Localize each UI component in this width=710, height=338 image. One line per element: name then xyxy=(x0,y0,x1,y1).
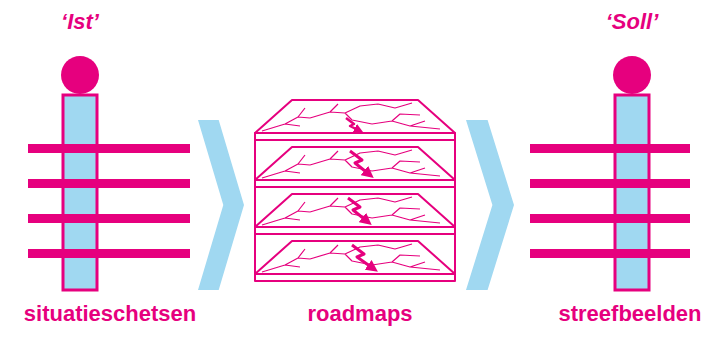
figure-label: ‘Ist’ xyxy=(61,10,99,34)
roadmap-stack xyxy=(255,100,455,281)
figure-group: roadmaps xyxy=(252,0,458,338)
person-figure xyxy=(530,56,690,290)
figure-label: ‘Soll’ xyxy=(606,10,659,34)
chevron-arrow xyxy=(198,120,244,290)
person-figure xyxy=(28,56,190,290)
figure-group: ‘Soll’streefbeelden xyxy=(522,0,694,338)
figure-label: situatieschetsen xyxy=(24,302,196,326)
chevron-arrow xyxy=(466,120,514,290)
figure-label: streefbeelden xyxy=(558,302,701,326)
figure-group: ‘Ist’situatieschetsen xyxy=(28,0,190,338)
figure-label: roadmaps xyxy=(307,302,412,326)
